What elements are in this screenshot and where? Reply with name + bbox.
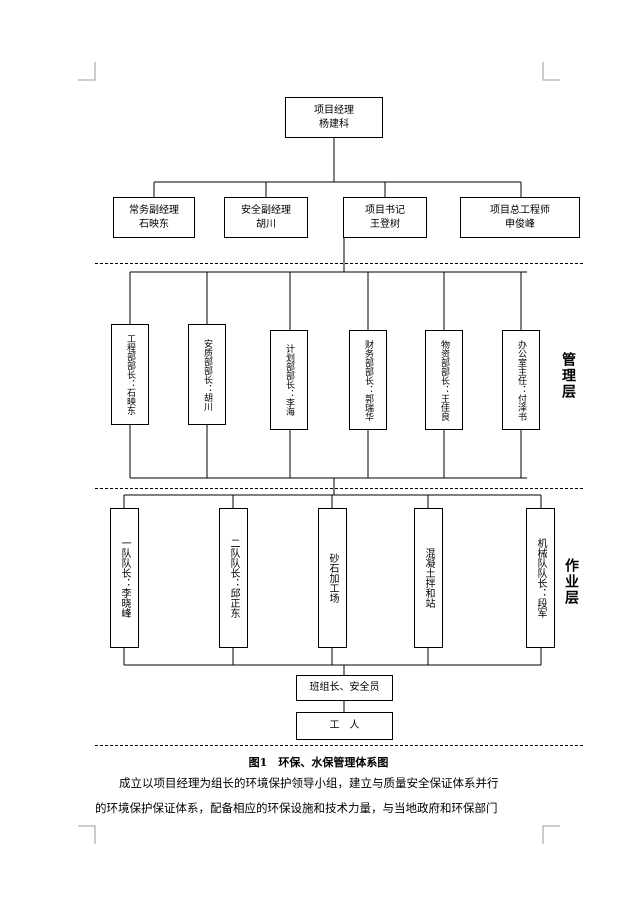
box-title: 项目经理 [314,104,354,116]
deputy-box-secretary: 项目书记 王登树 [343,197,427,238]
management-layer-label: 管理层 [560,352,576,400]
deputy-box-chief-engineer: 项目总工程师 申俊峰 [460,197,580,238]
department-box: 财务部部长：郭瑞华 [349,330,387,430]
department-label: 物资部部长：王佳良 [439,339,449,421]
team-label: 机械队队长：段军 [535,538,546,618]
department-box: 计划部部长：李海 [270,330,308,430]
project-manager-box: 项目经理 杨建科 [285,97,383,138]
department-label: 计划部部长：李海 [284,344,294,416]
team-label: 二队队长：邱正东 [228,538,239,618]
figure-caption: 图1 环保、水保管理体系图 [248,756,389,769]
group-leaders-label: 班组长、安全员 [309,682,380,693]
paragraph-line: 的环境保护保证体系，配备相应的环保设施和技术力量，与当地政府和环保部门 [95,801,498,815]
separator-top [95,263,583,264]
team-box: 砂石加工场 [318,508,347,648]
workers-box: 工 人 [296,712,393,740]
team-box: 二队队长：邱正东 [219,508,248,648]
box-name: 胡川 [256,218,276,230]
separator-middle [95,488,583,489]
box-title: 项目总工程师 [490,204,550,216]
paragraph-line: 成立以项目经理为组长的环境保护领导小组，建立与质量安全保证体系并行 [119,776,499,790]
box-name: 王登树 [370,218,400,230]
team-box: 机械队队长：段军 [526,508,555,648]
deputy-box-executive: 常务副经理 石映东 [113,197,195,238]
department-label: 安质部部长：胡川 [202,338,212,411]
team-box: 一队队长：李晓峰 [110,508,139,648]
separator-bottom [95,745,583,746]
team-label: 混凝土拌和站 [423,548,434,608]
box-title: 安全副经理 [241,204,291,216]
department-label: 工程部部长：石映东 [125,334,135,415]
team-label: 砂石加工场 [327,553,338,603]
department-box: 办公室主任：付泽书 [502,330,540,430]
team-box: 混凝土拌和站 [414,508,443,648]
department-box: 工程部部长：石映东 [111,324,149,425]
box-name: 石映东 [139,218,169,230]
group-leaders-box: 班组长、安全员 [296,675,393,701]
box-title: 项目书记 [365,204,405,216]
deputy-box-safety: 安全副经理 胡川 [224,197,308,238]
team-label: 一队队长：李晓峰 [119,538,130,618]
workers-label: 工 人 [329,720,360,731]
box-name: 杨建科 [319,118,349,130]
department-box: 物资部部长：王佳良 [425,330,463,430]
department-box: 安质部部长：胡川 [188,324,226,425]
operations-layer-label: 作业层 [563,558,579,606]
department-label: 财务部部长：郭瑞华 [363,339,373,421]
department-label: 办公室主任：付泽书 [516,339,526,421]
box-name: 申俊峰 [505,218,535,230]
box-title: 常务副经理 [129,204,179,216]
